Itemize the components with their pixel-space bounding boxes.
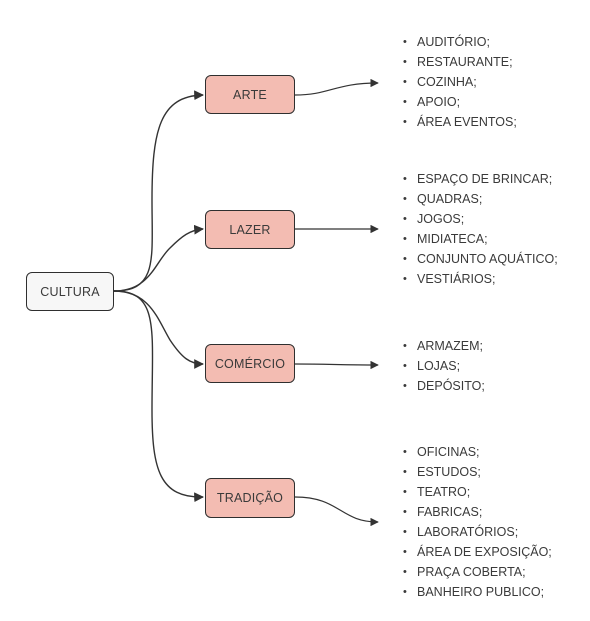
list-item: •FABRICAS; xyxy=(401,502,552,522)
list-item: •LABORATÓRIOS; xyxy=(401,522,552,542)
list-item: •VESTIÁRIOS; xyxy=(401,269,558,289)
bullet-icon: • xyxy=(403,506,407,518)
bullet-icon: • xyxy=(403,273,407,285)
list-item: •QUADRAS; xyxy=(401,189,558,209)
list-arte: •AUDITÓRIO; •RESTAURANTE; •COZINHA; •APO… xyxy=(401,32,517,132)
list-item: •DEPÓSITO; xyxy=(401,376,485,396)
bullet-icon: • xyxy=(403,360,407,372)
bullet-icon: • xyxy=(403,566,407,578)
list-item: •RESTAURANTE; xyxy=(401,52,517,72)
list-item: •ARMAZEM; xyxy=(401,336,485,356)
branch-node-label: ARTE xyxy=(233,87,267,102)
connector-root-comercio xyxy=(113,290,204,369)
connector-tradicao-list xyxy=(294,496,379,527)
bullet-icon: • xyxy=(403,466,407,478)
list-lazer: •ESPAÇO DE BRINCAR; •QUADRAS; •JOGOS; •M… xyxy=(401,169,558,289)
list-item: •PRAÇA COBERTA; xyxy=(401,562,552,582)
bullet-icon: • xyxy=(403,586,407,598)
bullet-icon: • xyxy=(403,116,407,128)
bullet-icon: • xyxy=(403,233,407,245)
bullet-icon: • xyxy=(403,380,407,392)
bullet-icon: • xyxy=(403,253,407,265)
bullet-icon: • xyxy=(403,96,407,108)
branch-node-lazer[interactable]: LAZER xyxy=(205,210,295,249)
bullet-icon: • xyxy=(403,213,407,225)
list-item: •CONJUNTO AQUÁTICO; xyxy=(401,249,558,269)
list-tradicao: •OFICINAS; •ESTUDOS; •TEATRO; •FABRICAS;… xyxy=(401,442,552,602)
list-item: •AUDITÓRIO; xyxy=(401,32,517,52)
branch-node-comercio[interactable]: COMÉRCIO xyxy=(205,344,295,383)
connector-root-tradicao xyxy=(113,290,204,503)
branch-node-tradicao[interactable]: TRADIÇÃO xyxy=(205,478,295,518)
list-item: •LOJAS; xyxy=(401,356,485,376)
root-node-cultura[interactable]: CULTURA xyxy=(26,272,114,311)
list-item: •JOGOS; xyxy=(401,209,558,229)
list-item: •BANHEIRO PUBLICO; xyxy=(401,582,552,602)
list-item: •ESPAÇO DE BRINCAR; xyxy=(401,169,558,189)
list-item: •ÁREA DE EXPOSIÇÃO; xyxy=(401,542,552,562)
branch-node-arte[interactable]: ARTE xyxy=(205,75,295,114)
bullet-icon: • xyxy=(403,526,407,538)
list-item: •TEATRO; xyxy=(401,482,552,502)
bullet-icon: • xyxy=(403,76,407,88)
connector-arte-list xyxy=(294,78,379,96)
bullet-icon: • xyxy=(403,193,407,205)
list-item: •APOIO; xyxy=(401,92,517,112)
connector-comercio-list xyxy=(294,360,379,370)
branch-node-label: LAZER xyxy=(229,222,271,237)
list-item: •ESTUDOS; xyxy=(401,462,552,482)
bullet-icon: • xyxy=(403,486,407,498)
list-item: •OFICINAS; xyxy=(401,442,552,462)
branch-node-label: COMÉRCIO xyxy=(214,356,286,371)
branch-node-label: TRADIÇÃO xyxy=(216,491,284,505)
list-item: •MIDIATECA; xyxy=(401,229,558,249)
list-comercio: •ARMAZEM; •LOJAS; •DEPÓSITO; xyxy=(401,336,485,396)
bullet-icon: • xyxy=(403,36,407,48)
list-item: •ÁREA EVENTOS; xyxy=(401,112,517,132)
bullet-icon: • xyxy=(403,446,407,458)
connector-root-lazer xyxy=(113,224,204,292)
root-node-label: CULTURA xyxy=(40,284,100,299)
bullet-icon: • xyxy=(403,173,407,185)
bullet-icon: • xyxy=(403,546,407,558)
bullet-icon: • xyxy=(403,56,407,68)
list-item: •COZINHA; xyxy=(401,72,517,92)
bullet-icon: • xyxy=(403,340,407,352)
